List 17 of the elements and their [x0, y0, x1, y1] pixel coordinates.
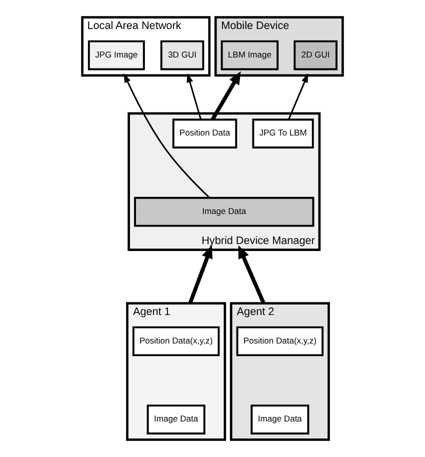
arrow — [210, 71, 241, 120]
node-box: LBM Image — [220, 40, 279, 70]
node-box: JPG To LBM — [252, 118, 314, 148]
node-box: Position Data(x,y,z) — [132, 326, 220, 356]
arrow — [124, 73, 210, 198]
arrow — [238, 245, 266, 304]
arrow — [288, 73, 308, 120]
arrow — [186, 73, 202, 120]
node-box: JPG Image — [88, 40, 145, 70]
node-box: Position Data(x,y,z) — [236, 326, 324, 356]
node-box: Position Data — [172, 118, 238, 148]
arrow — [188, 245, 213, 304]
node-box: 2D GUI — [294, 40, 338, 70]
node-box: Image Data — [146, 404, 206, 434]
node-box: Image Data — [250, 404, 310, 434]
node-box: Image Data — [134, 196, 314, 227]
node-box: 3D GUI — [160, 40, 204, 70]
